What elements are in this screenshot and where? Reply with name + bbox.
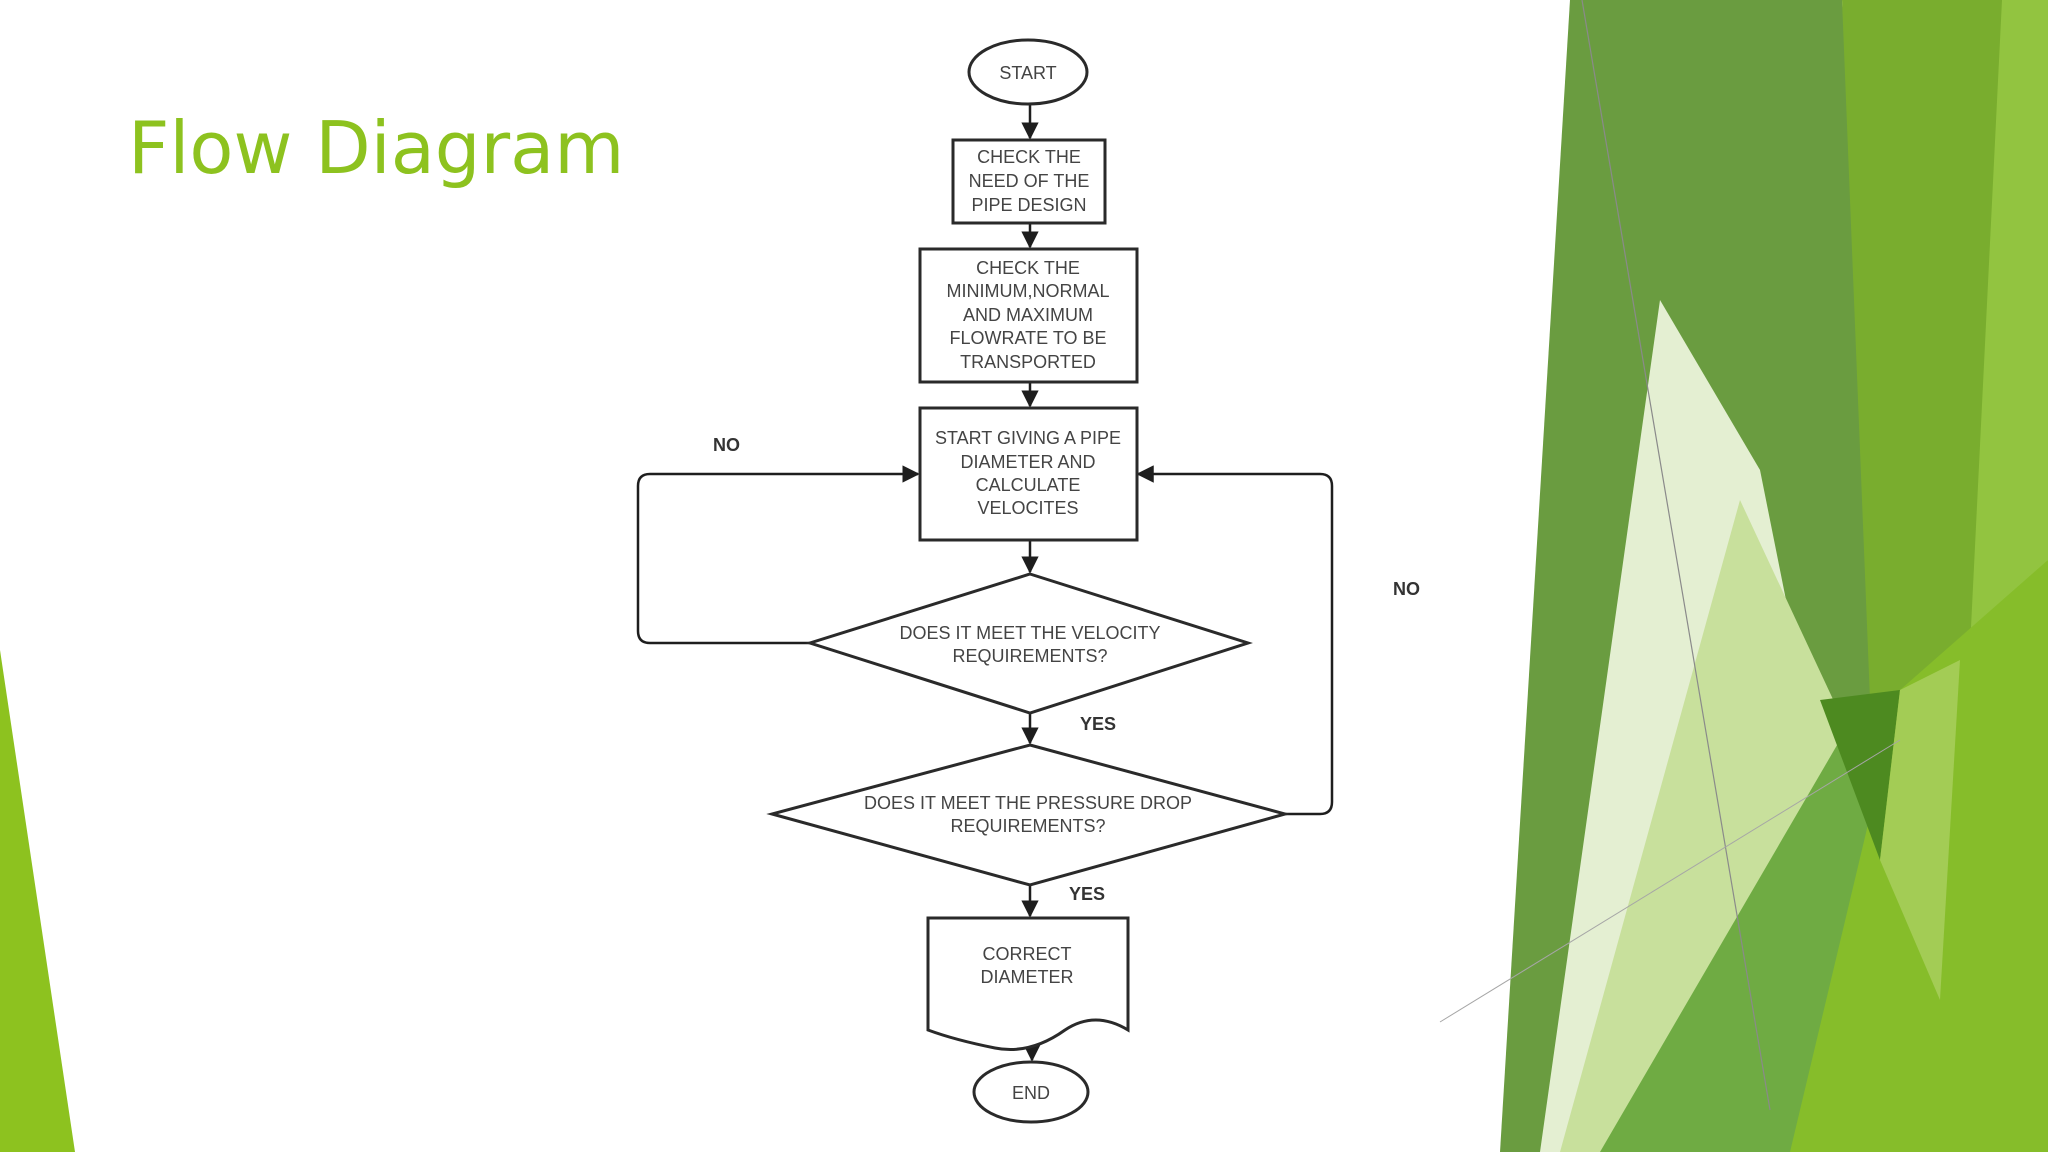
end-terminator: END — [972, 1060, 1090, 1124]
label-yes-2: YES — [1069, 884, 1105, 904]
document-shape — [926, 916, 1130, 1052]
decision-text-line: DOES IT MEET THE PRESSURE DROP — [864, 793, 1192, 813]
end-ellipse — [972, 1060, 1090, 1124]
process-box — [918, 406, 1139, 542]
document-text-line: DIAMETER — [980, 967, 1073, 987]
process-text-line: DIAMETER AND — [960, 452, 1095, 472]
deco-line — [1581, 0, 1771, 1111]
process-calculate-velocities: START GIVING A PIPE DIAMETER AND CALCULA… — [918, 406, 1139, 542]
process-text-line: NEED OF THE — [969, 171, 1090, 191]
process-text-line: FLOWRATE TO BE — [949, 328, 1106, 348]
process-text-line: TRANSPORTED — [960, 352, 1096, 372]
decision-velocity: DOES IT MEET THE VELOCITY REQUIREMENTS? — [805, 572, 1253, 715]
process-box — [918, 247, 1139, 384]
decision-diamond — [805, 572, 1253, 715]
deco-facet — [1820, 690, 1900, 860]
process-text-line: PIPE DESIGN — [971, 195, 1086, 215]
process-check-need: CHECK THE NEED OF THE PIPE DESIGN — [951, 138, 1107, 225]
decision-text-line: DOES IT MEET THE VELOCITY — [899, 623, 1160, 643]
connector-no-loop-left — [636, 465, 920, 645]
output-correct-diameter: CORRECT DIAMETER — [926, 916, 1130, 1052]
process-text-line: CHECK THE — [977, 147, 1081, 167]
slide-title: Flow Diagram — [128, 106, 625, 190]
process-text-line: MINIMUM,NORMAL — [947, 281, 1110, 301]
deco-facet — [0, 650, 75, 1152]
decision-diamond — [766, 743, 1291, 887]
deco-facet — [1560, 500, 1880, 1152]
process-text-line: START GIVING A PIPE — [935, 428, 1121, 448]
label-no-left: NO — [713, 435, 740, 455]
process-box — [951, 138, 1107, 225]
document-text-line: CORRECT — [983, 944, 1072, 964]
process-text-line: AND MAXIMUM — [963, 305, 1093, 325]
decision-pressure-drop: DOES IT MEET THE PRESSURE DROP REQUIREME… — [766, 743, 1291, 887]
start-ellipse — [967, 38, 1089, 106]
deco-line — [1439, 739, 1901, 1023]
deco-facet — [1880, 660, 1960, 1000]
start-label: START — [999, 63, 1056, 83]
process-text-line: CALCULATE — [976, 475, 1081, 495]
connector-no-loop-right — [1136, 465, 1334, 816]
decision-text-line: REQUIREMENTS? — [952, 646, 1107, 666]
label-no-right: NO — [1393, 579, 1420, 599]
decision-text-line: REQUIREMENTS? — [950, 816, 1105, 836]
end-label: END — [1012, 1083, 1050, 1103]
process-text-line: VELOCITES — [977, 498, 1078, 518]
label-yes-1: YES — [1080, 714, 1116, 734]
process-text-line: CHECK THE — [976, 258, 1080, 278]
start-terminator: START — [967, 38, 1089, 106]
process-check-flowrate: CHECK THE MINIMUM,NORMAL AND MAXIMUM FLO… — [918, 247, 1139, 384]
